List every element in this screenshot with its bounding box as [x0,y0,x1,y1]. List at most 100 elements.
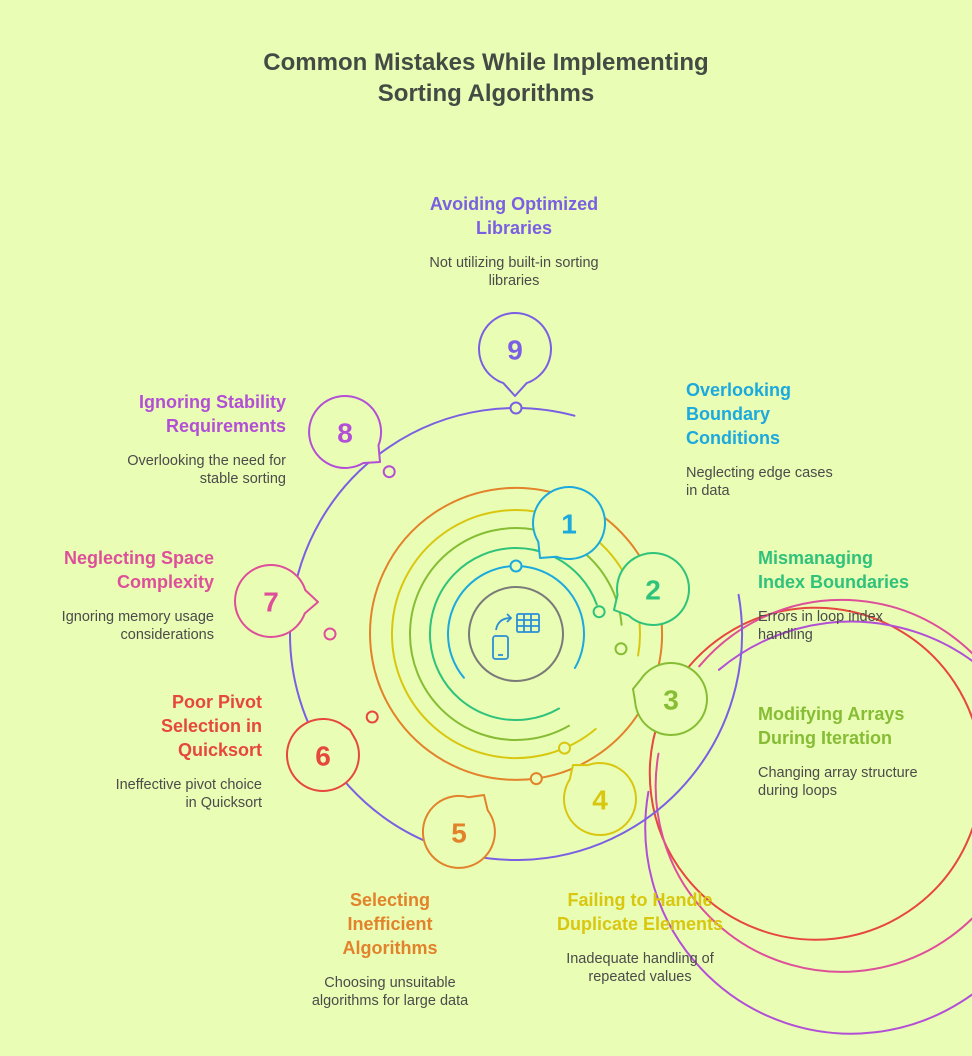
number-label-8: 8 [337,418,353,449]
title-line-1: Common Mistakes While Implementing [263,49,709,76]
marker-4: 4 [558,741,637,836]
arc-1 [447,565,585,679]
number-bubble-4 [563,762,637,836]
spiral-arcs [289,407,972,1035]
item-5-text: Selecting Inefficient Algorithms Choosin… [290,888,490,1010]
arc-dot-5 [529,772,543,786]
item-1-title: Overlooking [686,380,792,400]
item-4-text: Failing to Handle Duplicate Elements Ina… [540,888,740,986]
number-label-2: 2 [645,575,661,606]
marker-9: 9 [478,312,552,415]
item-3-title: Modifying Arrays [758,704,905,724]
markers: 1 2 3 4 5 6 7 8 9 [234,312,708,869]
item-1-description: Neglecting edge cases [686,465,833,481]
item-7-title: Neglecting Space [63,548,214,568]
diagram-title: Common Mistakes While Implementing Sorti… [186,47,786,109]
array-swap-icon [492,613,540,660]
number-label-4: 4 [592,785,608,816]
item-1-text: Overlooking Boundary Conditions Neglecti… [686,378,833,500]
arc-dot-9 [509,401,523,415]
arc-dot-7 [323,627,337,641]
arc-2 [429,547,598,722]
title-line-2: Sorting Algorithms [377,80,595,107]
item-2-title: Mismanaging [758,548,874,568]
arc-dot-2 [592,605,606,619]
number-bubble-1 [532,486,607,560]
item-2-description: Errors in loop index [758,609,883,625]
arc-7 [654,598,972,973]
number-bubble-2 [613,552,691,626]
number-bubble-7 [234,564,319,639]
item-8-title: Ignoring Stability [139,392,286,412]
arc-dot-6 [365,710,379,724]
item-1-description: in data [686,483,730,499]
marker-6: 6 [285,710,379,792]
item-1-title: Conditions [686,428,780,448]
item-9-description: libraries [488,273,540,289]
marker-3: 3 [614,642,708,736]
item-6-description: Ineffective pivot choice [115,777,262,793]
item-8-text: Ignoring Stability Requirements Overlook… [127,390,286,488]
item-9-title: Libraries [475,218,553,238]
item-9-title: Avoiding Optimized [429,194,599,214]
item-7-description: considerations [120,627,215,643]
number-label-7: 7 [263,587,279,618]
arc-dot-1 [509,559,523,573]
arc-dot-8 [382,465,396,479]
item-3-description: during loops [758,783,837,799]
item-8-description: stable sorting [199,471,286,487]
item-9-text: Avoiding Optimized Libraries Not utilizi… [396,192,632,290]
arc-6 [648,606,972,941]
item-6-description: in Quicksort [185,795,262,811]
center-hub [468,586,564,682]
item-4-title: Duplicate Elements [556,914,724,934]
number-bubble-5 [421,794,496,869]
number-bubble-3 [632,662,708,736]
item-8-description: Overlooking the need for [127,453,286,469]
item-2-title: Index Boundaries [758,572,910,592]
item-6-title: Quicksort [177,740,262,760]
number-label-5: 5 [451,818,467,849]
item-4-description: repeated values [588,969,692,985]
number-label-3: 3 [663,685,679,716]
item-5-description: algorithms for large data [311,993,469,1009]
item-3-text: Modifying Arrays During Iteration Changi… [758,702,918,800]
item-5-title: Selecting [349,890,431,910]
item-8-title: Requirements [165,416,286,436]
item-6-title: Poor Pivot [171,692,262,712]
marker-7: 7 [234,564,337,641]
marker-8: 8 [308,394,396,479]
marker-5: 5 [421,772,543,869]
arc-9 [289,407,744,861]
item-4-description: Inadequate handling of [566,951,714,967]
item-4-title: Failing to Handle [567,890,713,910]
arc-8 [644,620,972,1035]
item-9-description: Not utilizing built-in sorting [429,255,599,271]
item-2-text: Mismanaging Index Boundaries Errors in l… [758,546,909,644]
item-5-description: Choosing unsuitable [324,975,456,991]
item-5-title: Inefficient [347,914,433,934]
number-label-1: 1 [561,509,577,540]
item-3-description: Changing array structure [758,765,918,781]
number-bubble-8 [308,394,383,469]
item-6-title: Selection in [160,716,262,736]
item-5-title: Algorithms [342,938,438,958]
arc-5 [369,486,664,781]
item-3-title: During Iteration [758,728,892,748]
number-bubble-6 [285,718,360,792]
arc-4 [391,509,641,759]
item-2-description: handling [758,627,813,643]
item-7-description: Ignoring memory usage [61,609,214,625]
marker-2: 2 [592,552,691,626]
arc-dot-4 [558,741,571,755]
number-bubble-9 [478,312,552,397]
marker-1: 1 [509,486,607,573]
item-6-text: Poor Pivot Selection in Quicksort Ineffe… [116,690,262,812]
item-7-title: Complexity [116,572,214,592]
arc-dot-3 [614,642,628,656]
item-1-title: Boundary [686,404,771,424]
number-label-6: 6 [315,741,331,772]
item-7-text: Neglecting Space Complexity Ignoring mem… [62,546,214,644]
number-label-9: 9 [507,335,523,366]
